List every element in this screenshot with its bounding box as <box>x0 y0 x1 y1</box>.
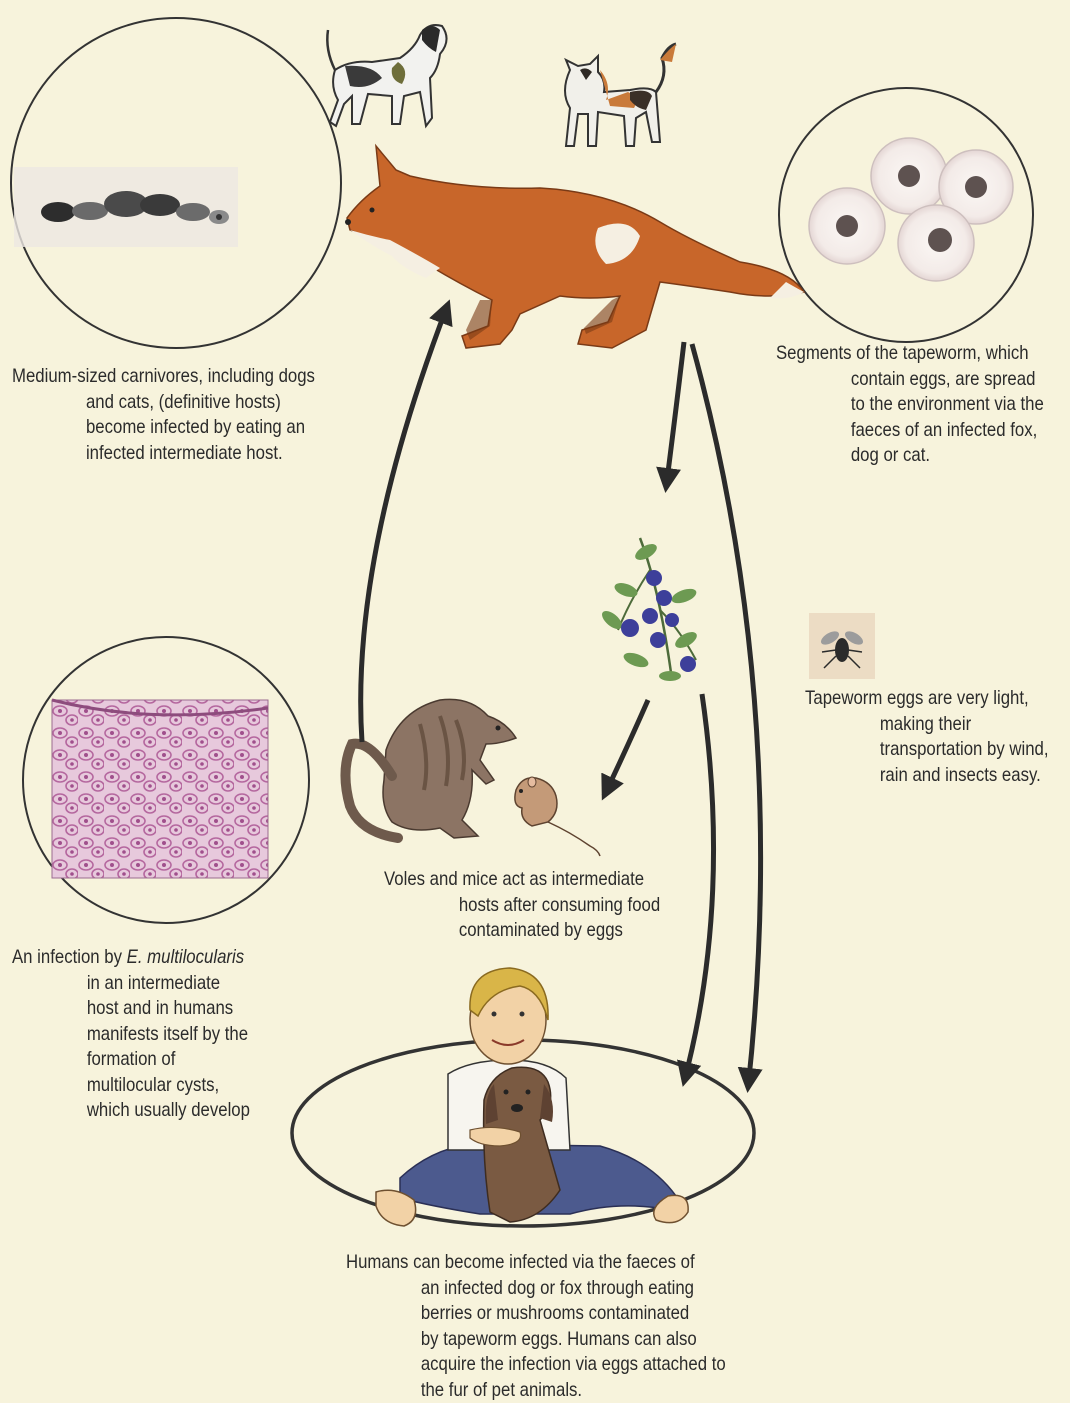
caption-line: berries or mushrooms contaminated <box>346 1301 726 1327</box>
caption-line: and cats, (definitive hosts) <box>12 390 315 416</box>
caption-line: Medium-sized carnivores, including dogs <box>12 364 315 390</box>
blueberry-plant-icon <box>599 538 699 681</box>
caption-prefix: An infection by <box>12 946 127 968</box>
arrow-plant-to-vole <box>604 700 648 796</box>
caption-line: manifests itself by the <box>12 1022 250 1048</box>
caption-line: contain eggs, are spread <box>776 367 1044 393</box>
cat-icon <box>565 44 676 146</box>
species-name: E. multilocularis <box>127 946 244 968</box>
vole-icon <box>345 699 516 838</box>
caption-line: Voles and mice act as intermediate <box>384 867 660 893</box>
caption-line: contaminated by eggs <box>384 918 660 944</box>
cyst-tissue-circle <box>23 637 309 923</box>
caption-line: infected intermediate host. <box>12 441 315 467</box>
caption-line: formation of <box>12 1047 250 1073</box>
caption-line: rain and insects easy. <box>805 763 1049 789</box>
caption-light-eggs: Tapeworm eggs are very light, making the… <box>805 686 1049 788</box>
caption-line: Tapeworm eggs are very light, <box>805 686 1049 712</box>
caption-line: dog or cat. <box>776 443 1044 469</box>
fox-icon <box>345 146 804 348</box>
insect-icon <box>809 613 875 679</box>
caption-segments: Segments of the tapeworm, which contain … <box>776 341 1044 469</box>
arrow-fox-to-plant <box>666 342 684 488</box>
caption-line: acquire the infection via eggs attached … <box>346 1352 726 1378</box>
caption-line: an infected dog or fox through eating <box>346 1276 726 1302</box>
caption-voles: Voles and mice act as intermediate hosts… <box>384 867 660 944</box>
tapeworm-circle <box>11 18 341 348</box>
caption-infection: An infection by E. multilocularis in an … <box>12 945 250 1124</box>
caption-line: by tapeworm eggs. Humans can also <box>346 1327 726 1353</box>
caption-line: hosts after consuming food <box>384 893 660 919</box>
caption-line: the fur of pet animals. <box>346 1378 726 1403</box>
caption-line: become infected by eating an <box>12 415 315 441</box>
mouse-icon <box>515 777 600 856</box>
caption-line: transportation by wind, <box>805 737 1049 763</box>
child-with-dog-icon <box>376 968 688 1226</box>
caption-line: in an intermediate <box>12 971 250 997</box>
caption-line: making their <box>805 712 1049 738</box>
caption-line: Humans can become infected via the faece… <box>346 1250 726 1276</box>
dog-icon <box>327 25 446 126</box>
arrow-vole-to-fox <box>361 304 448 742</box>
caption-line: An infection by E. multilocularis <box>12 945 250 971</box>
caption-carnivores: Medium-sized carnivores, including dogs … <box>12 364 315 466</box>
caption-line: which usually develop <box>12 1098 250 1124</box>
lifecycle-arrows <box>361 304 761 1088</box>
arrow-plant-to-human <box>684 694 714 1082</box>
caption-line: faeces of an infected fox, <box>776 418 1044 444</box>
caption-line: Segments of the tapeworm, which <box>776 341 1044 367</box>
arrow-fox-to-human <box>692 344 761 1088</box>
caption-line: multilocular cysts, <box>12 1073 250 1099</box>
caption-humans: Humans can become infected via the faece… <box>346 1250 726 1403</box>
caption-line: to the environment via the <box>776 392 1044 418</box>
eggs-circle <box>779 88 1033 342</box>
caption-line: host and in humans <box>12 996 250 1022</box>
